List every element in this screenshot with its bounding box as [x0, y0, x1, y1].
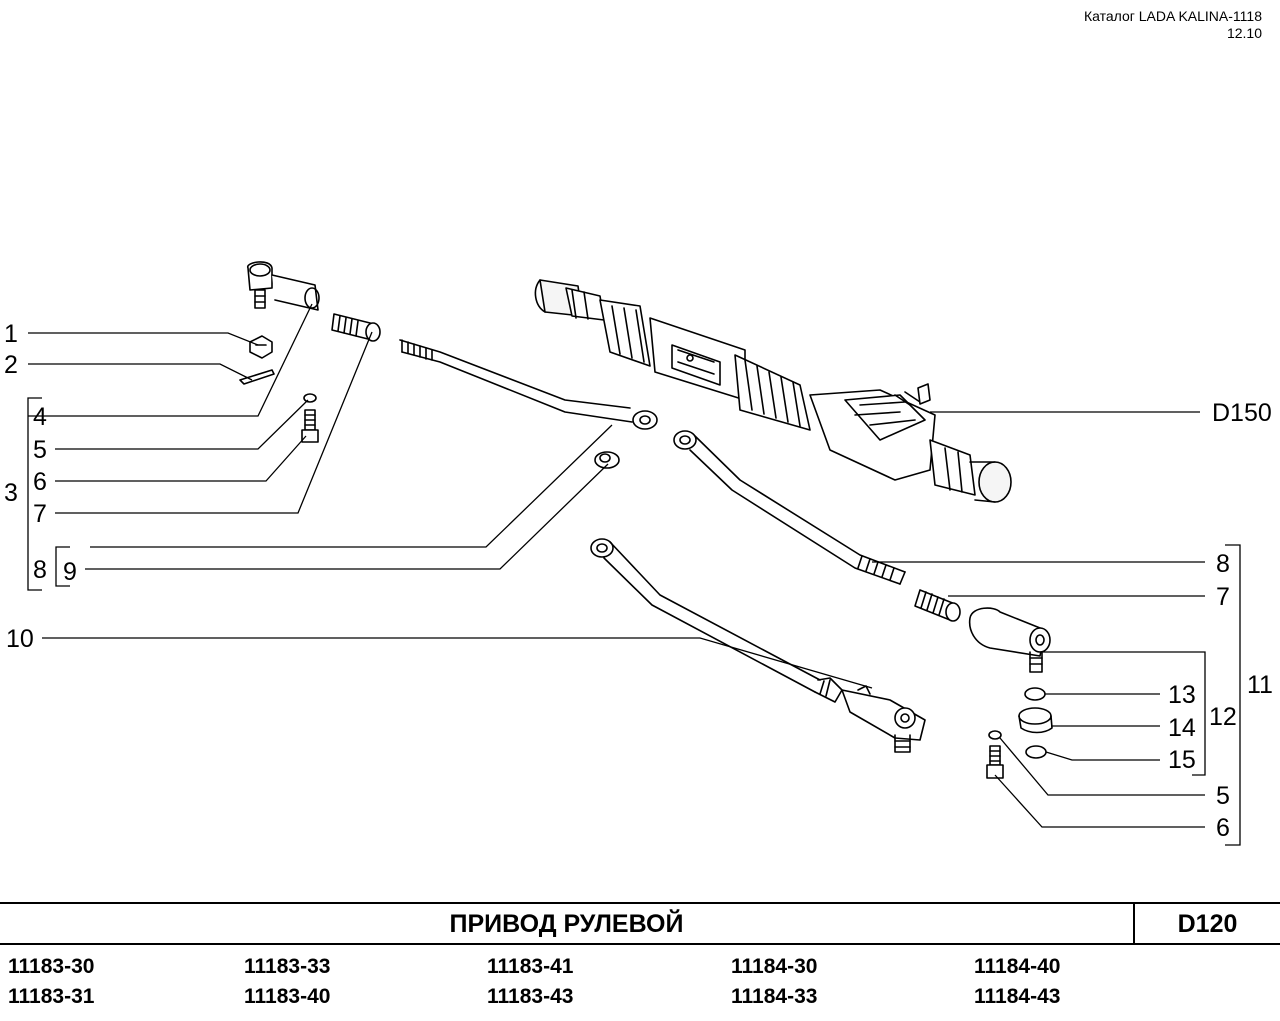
callout-right-6: 6: [1216, 814, 1230, 842]
ring-13-drawing: [1024, 687, 1046, 701]
callout-right-8: 8: [1216, 550, 1230, 578]
washer-right-drawing: [988, 730, 1002, 740]
model-code: 11184-43: [974, 985, 1061, 1008]
callout-right-12: 12: [1209, 703, 1237, 731]
bushing-drawing: [594, 451, 620, 469]
washer-left-drawing: [303, 393, 317, 403]
callout-right-15: 15: [1168, 746, 1196, 774]
steering-rack-drawing: [534, 279, 1012, 503]
cotter-pin-drawing: [239, 369, 275, 385]
callout-right-7: 7: [1216, 583, 1230, 611]
callout-right-d150: D150: [1212, 399, 1272, 427]
left-tie-rod-drawing: [399, 339, 658, 430]
catalog-header: Каталог LADA KALINA-1118 12.10: [1084, 8, 1262, 42]
callouts-right: D150 8 7 11 12 13 14 15 5 6: [1168, 399, 1273, 842]
model-code: 11184-40: [974, 955, 1061, 978]
bottom-tie-rod-drawing: [590, 538, 926, 753]
callout-left-3: 3: [4, 479, 18, 507]
model-code: 11183-43: [487, 985, 574, 1008]
model-code: 11183-33: [244, 955, 331, 978]
callout-left-1: 1: [4, 320, 18, 348]
model-code: 11184-33: [731, 985, 818, 1008]
callout-left-9: 9: [63, 558, 77, 586]
section-code: D120: [1177, 910, 1238, 938]
catalog-date: 12.10: [1226, 25, 1262, 41]
model-code: 11183-41: [487, 955, 574, 978]
callout-right-11: 11: [1247, 671, 1273, 699]
callout-left-8: 8: [33, 556, 47, 584]
callout-left-7: 7: [33, 500, 47, 528]
model-code: 11183-31: [8, 985, 95, 1008]
callout-left-5: 5: [33, 436, 47, 464]
callout-left-6: 6: [33, 468, 47, 496]
model-code: 11183-40: [244, 985, 331, 1008]
page-title: ПРИВОД РУЛЕВОЙ: [449, 910, 684, 938]
catalog-name: Каталог LADA KALINA-1118: [1083, 8, 1262, 24]
callouts-left: 1 2 3 4 5 6 7 8 9 10: [4, 320, 77, 653]
title-bar: ПРИВОД РУЛЕВОЙ D120: [0, 902, 1280, 945]
leader-lines: [27, 303, 1241, 846]
adjusting-sleeve-left-drawing: [331, 313, 381, 342]
right-tie-rod-drawing: [673, 430, 906, 585]
callout-left-10: 10: [6, 625, 34, 653]
callout-right-14: 14: [1168, 714, 1196, 742]
castle-nut-drawing: [249, 335, 273, 359]
title-separator: [1133, 904, 1135, 943]
model-code: 11183-30: [8, 955, 95, 978]
adjusting-sleeve-right-drawing: [914, 589, 961, 622]
right-tie-rod-end-drawing: [968, 607, 1051, 673]
boot-14-drawing: [1018, 707, 1053, 734]
bolt-right-drawing: [986, 745, 1004, 779]
model-code: 11184-30: [731, 955, 818, 978]
ring-15-drawing: [1025, 745, 1047, 759]
callout-left-2: 2: [4, 351, 18, 379]
left-tie-rod-end-drawing: [247, 261, 320, 311]
callout-left-4: 4: [33, 403, 47, 431]
callout-right-13: 13: [1168, 681, 1196, 709]
steering-linkage-diagram: 1 2 3 4 5 6 7 8 9 10 D150 8 7 11 12 13 1…: [4, 261, 1273, 846]
callout-right-5: 5: [1216, 782, 1230, 810]
bolt-left-drawing: [301, 409, 319, 443]
